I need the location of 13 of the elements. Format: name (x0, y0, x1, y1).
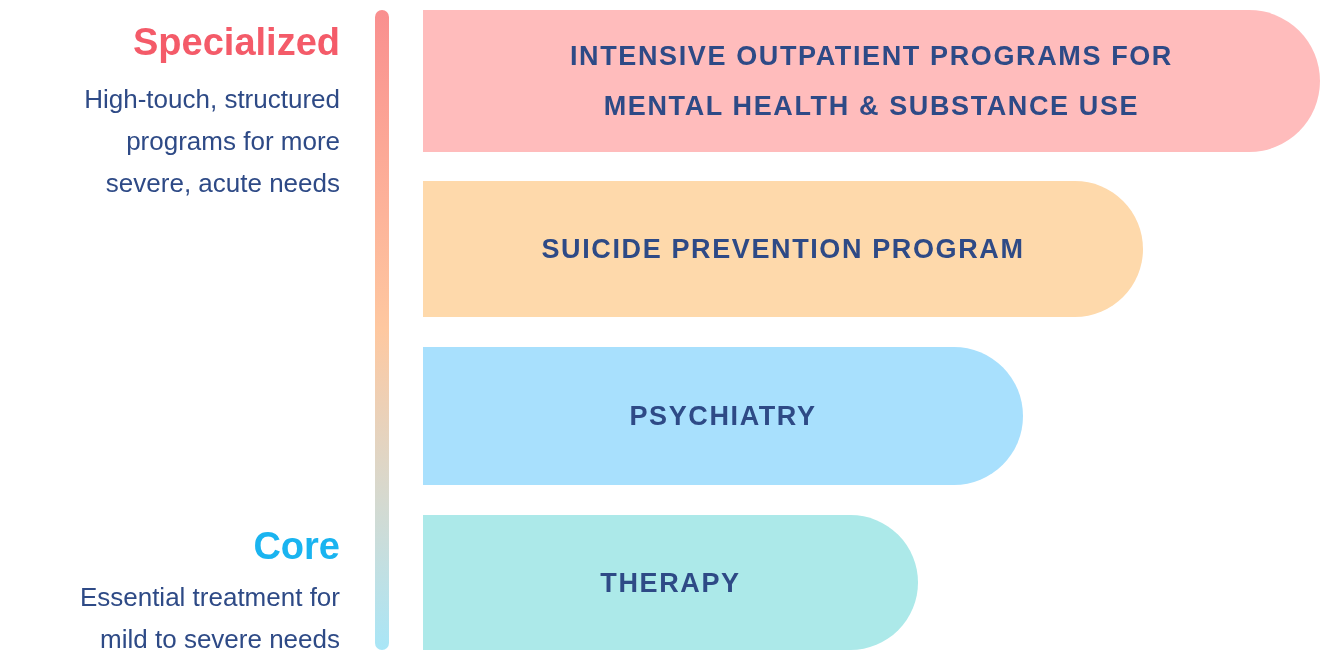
service-tier-bar (423, 10, 1320, 152)
tier-label: PSYCHIATRY (628, 400, 818, 433)
tier-heading: Specialized (132, 20, 340, 65)
tier-label: SUICIDE PREVENTION PROGRAM (540, 233, 1026, 266)
tier-label: THERAPY (599, 566, 742, 600)
tier-heading: Core (252, 524, 340, 569)
tier-label: INTENSIVE OUTPATIENT PROGRAMS FOR MENTAL HEALTH & SUBSTANCE USE (569, 40, 1174, 123)
service-tier-bar (423, 515, 918, 650)
service-tier-bar (423, 181, 1143, 317)
tier-description: Essential treatment for mild to severe needs (78, 581, 340, 652)
service-tier-bar (423, 347, 1023, 485)
gradient-scale-bar (375, 10, 389, 650)
tier-description: High-touch, structured programs for more severe, acute needs (83, 83, 340, 200)
